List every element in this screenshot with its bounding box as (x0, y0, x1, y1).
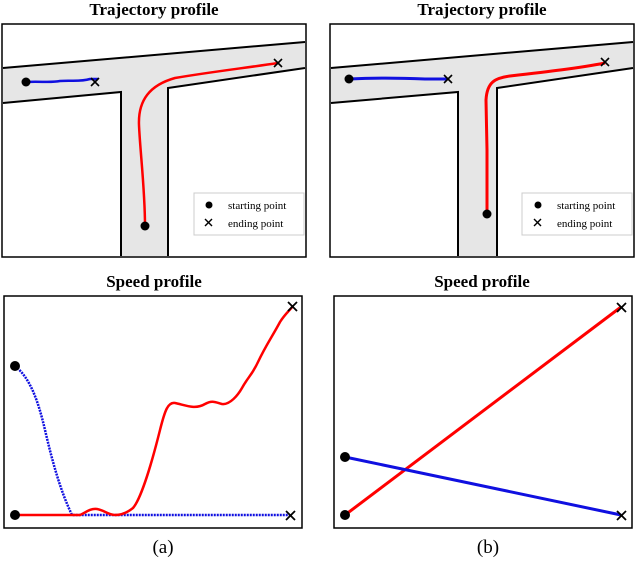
wall-lower-left-b (330, 90, 459, 256)
legend-end-label-b: ending point (557, 218, 612, 230)
wall-lower-right-b (496, 67, 634, 256)
legend-box-b (521, 192, 633, 236)
trajectory-plot-a: starting point ending point (1, 23, 307, 258)
start-marker-blue-speed-b (340, 452, 350, 462)
speed-title-a: Speed profile (106, 272, 202, 291)
end-marker-blue-speed-b (616, 510, 627, 521)
legend-end-label-a: ending point (228, 218, 283, 230)
start-marker-red-a (140, 221, 150, 231)
start-marker-red-speed-b (340, 510, 350, 520)
speed-plot-a (3, 295, 303, 529)
trajectory-title-a: Trajectory profile (89, 0, 219, 19)
wall-lower-left-a (2, 90, 122, 256)
start-marker-red-b (482, 209, 492, 219)
blue-trajectory-a (25, 77, 98, 84)
legend-start-icon-a (205, 201, 213, 209)
speed-title-b: Speed profile (434, 272, 530, 291)
legend-end-icon-b (533, 218, 542, 227)
legend-start-icon-b (534, 201, 542, 209)
caption-b: (b) (476, 537, 500, 558)
end-marker-red-b (600, 57, 610, 67)
start-marker-blue-b (344, 74, 354, 84)
start-marker-blue-speed-a (10, 361, 20, 371)
wall-upper-b (330, 41, 634, 69)
end-marker-blue-speed-a (285, 510, 296, 521)
end-marker-red-a (273, 58, 283, 68)
speed-plot-b (333, 295, 633, 529)
red-speed-line-b (344, 305, 622, 517)
trajectory-plot-b: starting point ending point (329, 23, 635, 258)
blue-trajectory-b (348, 76, 447, 81)
legend-box-a (193, 192, 305, 236)
legend-end-icon-a (204, 218, 213, 227)
trajectory-title-b: Trajectory profile (417, 0, 547, 19)
legend-start-label-a: starting point (228, 200, 286, 212)
red-speed-line-a (15, 305, 294, 517)
red-trajectory-a (137, 61, 279, 227)
end-marker-blue-a (90, 77, 100, 87)
speed-frame-b (333, 295, 633, 529)
blue-speed-line-a (14, 365, 290, 517)
wall-lower-right-a (167, 67, 306, 256)
end-marker-red-speed-a (287, 301, 298, 312)
caption-a: (a) (152, 537, 174, 558)
start-marker-blue-a (21, 77, 31, 87)
end-marker-red-speed-b (616, 302, 627, 313)
trajectory-frame-a (1, 23, 307, 258)
wall-upper-a (2, 41, 306, 69)
start-marker-red-speed-a (10, 510, 20, 520)
blue-speed-line-b (344, 455, 622, 517)
end-marker-blue-b (443, 74, 453, 84)
trajectory-frame-b (329, 23, 635, 258)
legend-start-label-b: starting point (557, 200, 615, 212)
red-trajectory-b (484, 61, 606, 214)
speed-frame-a (3, 295, 303, 529)
